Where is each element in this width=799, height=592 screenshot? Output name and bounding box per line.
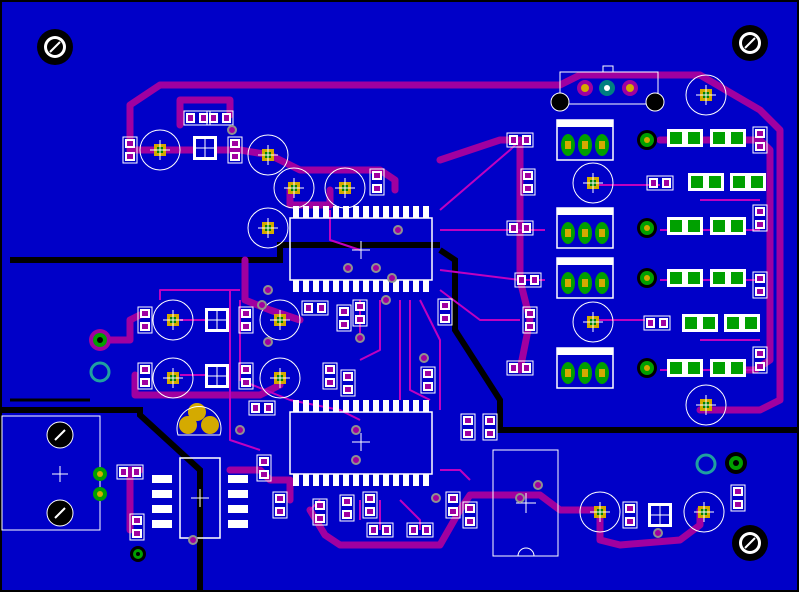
transistor-q3[interactable] <box>556 257 614 299</box>
smd-component[interactable] <box>238 362 254 390</box>
smd-component[interactable] <box>460 413 476 441</box>
smd-component[interactable] <box>506 220 534 236</box>
smd-component[interactable] <box>522 306 538 334</box>
smd-passives[interactable] <box>116 110 768 541</box>
smd-component[interactable] <box>437 298 453 326</box>
vias <box>188 125 663 545</box>
smd-component[interactable] <box>506 132 534 148</box>
smd-component[interactable] <box>362 491 378 519</box>
smd-component[interactable] <box>312 498 328 526</box>
smd-component[interactable] <box>520 168 536 196</box>
smd-component[interactable] <box>129 513 145 541</box>
ic-so8[interactable] <box>152 457 248 539</box>
smd-component[interactable] <box>752 346 768 374</box>
ic-sot-3[interactable] <box>205 364 229 388</box>
smd-component[interactable] <box>752 126 768 154</box>
ic-pins <box>293 206 429 486</box>
smd-component[interactable] <box>752 271 768 299</box>
smd-component[interactable] <box>137 306 153 334</box>
transistor-q4[interactable] <box>556 347 614 389</box>
ic-main-lower[interactable] <box>289 411 433 475</box>
smd-component[interactable] <box>366 522 394 538</box>
smd-component[interactable] <box>752 204 768 232</box>
smd-component[interactable] <box>248 400 276 416</box>
smd-component[interactable] <box>336 304 352 332</box>
smd-component[interactable] <box>406 522 434 538</box>
transistor-q1[interactable] <box>556 119 614 161</box>
ic-main-upper[interactable] <box>289 217 433 281</box>
smd-component[interactable] <box>137 362 153 390</box>
smd-component[interactable] <box>352 299 368 327</box>
smd-component[interactable] <box>339 494 355 522</box>
mh-bottom-right <box>732 525 768 561</box>
smd-component[interactable] <box>122 136 138 164</box>
smd-component[interactable] <box>622 501 638 529</box>
smd-component[interactable] <box>646 175 674 191</box>
ic-sot-2[interactable] <box>205 308 229 332</box>
smd-component[interactable] <box>227 136 243 164</box>
transistor-q2[interactable] <box>556 207 614 249</box>
smd-component[interactable] <box>206 110 234 126</box>
smd-component[interactable] <box>238 306 254 334</box>
smd-component[interactable] <box>514 272 542 288</box>
dip-socket[interactable] <box>492 449 559 557</box>
mh-top-right <box>732 25 768 61</box>
smd-component[interactable] <box>256 454 272 482</box>
smd-component[interactable] <box>506 360 534 376</box>
ic-sot-4[interactable] <box>648 503 672 527</box>
smd-component[interactable] <box>340 369 356 397</box>
smd-component[interactable] <box>420 366 436 394</box>
pour-separators <box>0 242 799 590</box>
smd-component[interactable] <box>301 300 329 316</box>
smd-component[interactable] <box>322 362 338 390</box>
smd-component[interactable] <box>643 315 671 331</box>
mh-top-left <box>37 29 73 65</box>
smd-component[interactable] <box>369 168 385 196</box>
smd-component[interactable] <box>482 413 498 441</box>
dc-jack[interactable] <box>1 415 107 531</box>
led-pads[interactable] <box>637 130 657 378</box>
smd-component[interactable] <box>116 464 144 480</box>
smd-component[interactable] <box>730 484 746 512</box>
ic-sot-1[interactable] <box>193 136 217 160</box>
smd-component[interactable] <box>272 491 288 519</box>
smd-component[interactable] <box>445 491 461 519</box>
th-pads[interactable] <box>89 329 747 562</box>
smd-component[interactable] <box>462 501 478 529</box>
connector-top[interactable] <box>550 65 665 112</box>
